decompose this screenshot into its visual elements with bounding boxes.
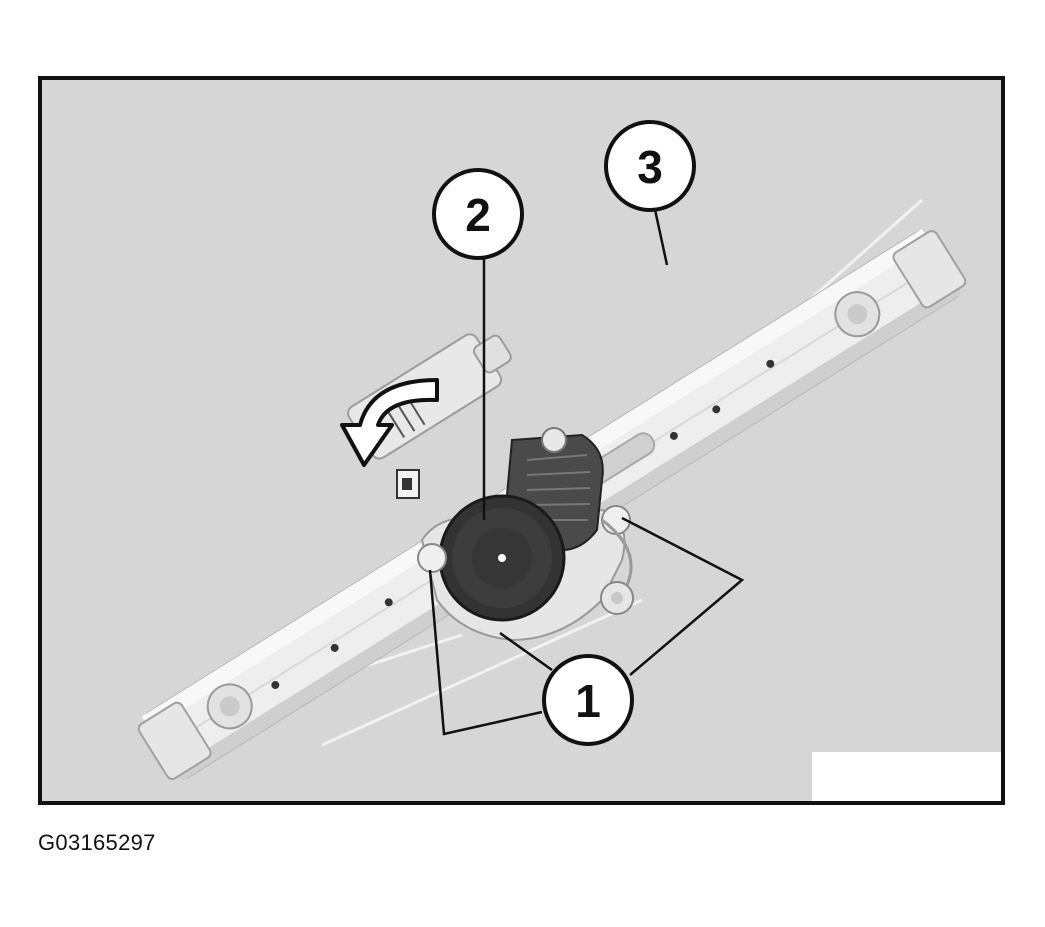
callout-3-label: 3 — [637, 141, 663, 193]
leader-lines — [428, 204, 745, 736]
figure-frame: 1 2 3 — [38, 76, 1005, 805]
callout-2: 2 — [432, 168, 524, 260]
mounting-points — [417, 505, 634, 615]
window-regulator-illustration: 1 2 3 — [137, 120, 1001, 801]
callout-3: 3 — [604, 120, 696, 212]
connector-clip — [396, 469, 420, 499]
drive-motor — [438, 427, 604, 622]
callout-1: 1 — [542, 654, 634, 746]
callout-2-label: 2 — [465, 189, 491, 241]
figure-id: G03165297 — [38, 830, 156, 855]
callout-1-label: 1 — [575, 675, 601, 727]
direction-arrow — [340, 378, 439, 467]
blank-patch — [812, 752, 1001, 801]
